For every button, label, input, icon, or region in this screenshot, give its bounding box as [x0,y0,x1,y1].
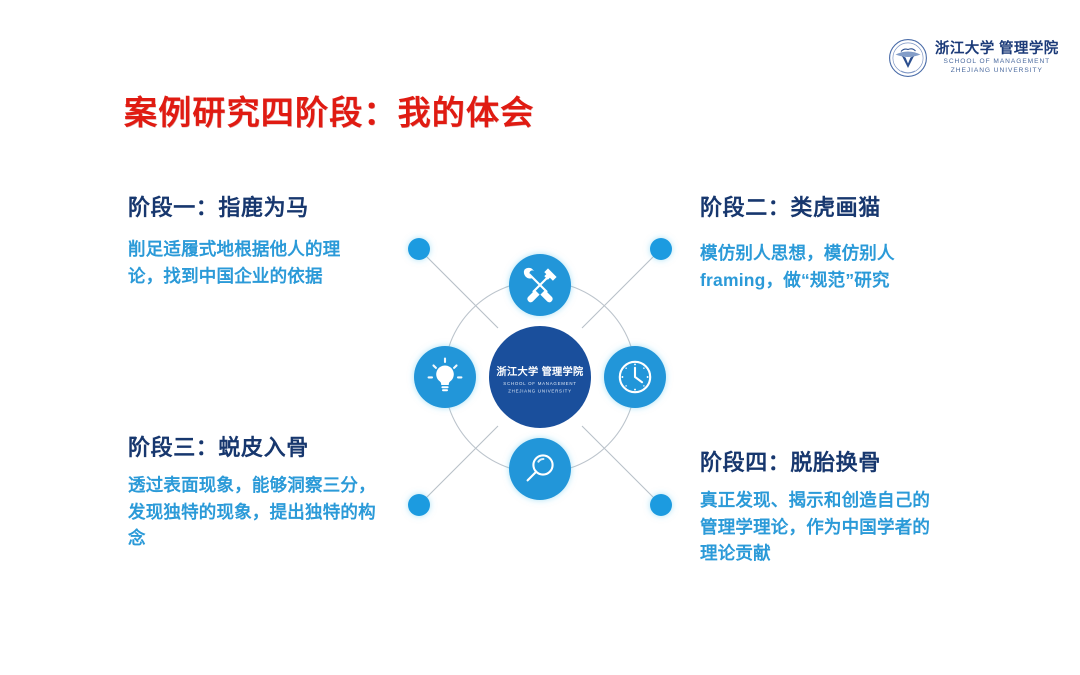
central-hub-diagram: 浙江大学 管理学院 SCHOOL OF MANAGEMENT ZHEJIANG … [392,222,688,532]
stage-block-one: 阶段一：指鹿为马 削足适履式地根据他人的理论，找到中国企业的依据 [128,190,346,289]
corner-dot-top-right [650,238,672,260]
stage-three-heading: 阶段三：蜕皮入骨 [128,435,309,460]
lightbulb-icon [427,357,463,392]
brand-name-en-line1: SCHOOL OF MANAGEMENT [943,58,1051,66]
stage-one-heading: 阶段一：指鹿为马 [128,195,309,220]
diagram-spokes [418,248,662,506]
hammer-wrench-icon [523,267,557,303]
diagram-node-top[interactable] [509,254,571,316]
corner-dot-top-left [408,238,430,260]
clock-icon [618,360,652,394]
brand-name-cn: 浙江大学 管理学院 [935,40,1059,57]
stage-four-heading: 阶段四：脱胎换骨 [700,450,881,475]
stage-four-body: 真正发现、揭示和创造自己的管理学理论，作为中国学者的理论贡献 [700,490,931,564]
diagram-node-left[interactable] [414,346,476,408]
stage-one-body: 削足适履式地根据他人的理论，找到中国企业的依据 [128,239,341,286]
magnifier-icon [526,454,554,482]
core-name-cn: 浙江大学 管理学院 [496,365,584,378]
corner-dot-bottom-right [650,494,672,516]
brand-name-en-line2: ZHEJIANG UNIVERSITY [950,66,1043,74]
brand-text-block: 浙江大学 管理学院 SCHOOL OF MANAGEMENT ZHEJIANG … [935,42,1059,74]
brand-logo: 浙江大学 管理学院 SCHOOL OF MANAGEMENT ZHEJIANG … [888,33,1058,83]
stage-block-two: 阶段二：类虎画猫 模仿别人思想，模仿别人framing，做“规范”研究 [700,190,950,293]
diagram-node-right[interactable] [604,346,666,408]
stage-two-heading: 阶段二：类虎画猫 [700,195,881,220]
stage-block-three: 阶段三：蜕皮入骨 透过表面现象，能够洞察三分，发现独特的现象，提出独特的构念 [128,430,378,552]
stage-block-four: 阶段四：脱胎换骨 真正发现、揭示和创造自己的管理学理论，作为中国学者的理论贡献 [700,445,945,567]
diagram-node-bottom[interactable] [509,438,571,500]
core-name-en-line1: SCHOOL OF MANAGEMENT [503,381,576,386]
stage-three-body: 透过表面现象，能够洞察三分，发现独特的现象，提出独特的构念 [128,475,376,549]
core-name-en-line2: ZHEJIANG UNIVERSITY [508,389,572,394]
diagram-core: 浙江大学 管理学院 SCHOOL OF MANAGEMENT ZHEJIANG … [489,326,591,428]
zju-crest-icon [889,39,927,77]
stage-two-body: 模仿别人思想，模仿别人framing，做“规范”研究 [700,243,895,290]
corner-dot-bottom-left [408,494,430,516]
page-title: 案例研究四阶段：我的体会 [124,94,535,131]
